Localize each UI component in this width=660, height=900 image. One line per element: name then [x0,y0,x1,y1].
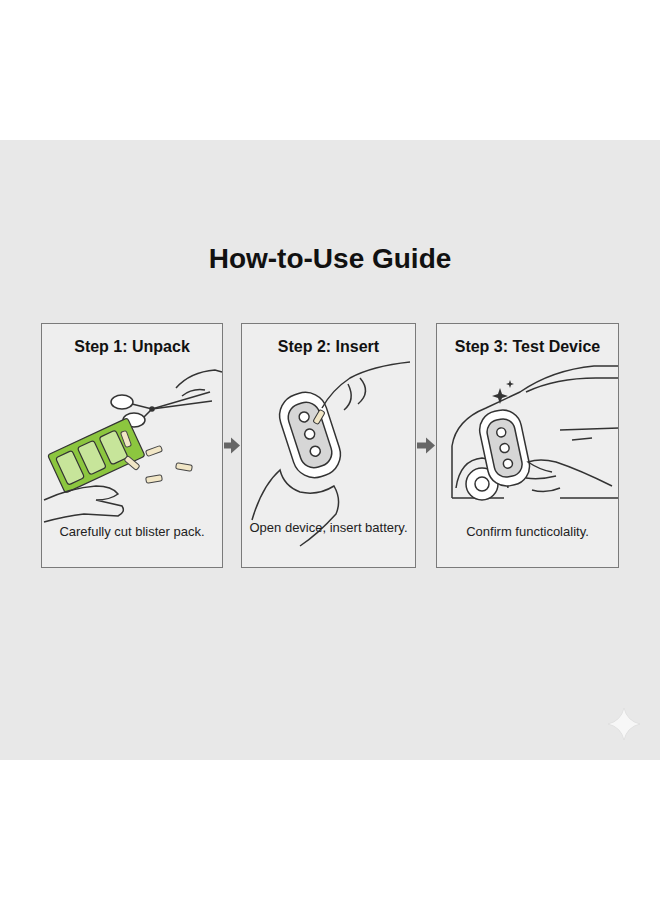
step-caption: Open device, insert battery. [248,519,409,537]
key-fob-drawing [476,407,533,490]
step-caption: Carefully cut blister pack. [48,523,216,541]
key-fob-drawing [274,387,346,484]
car-drawing [452,366,619,500]
step-panel: Step 1: UnpackCarefully cut blister pack… [41,323,223,568]
sparkle-drawing [492,380,514,404]
watermark-star [608,708,640,740]
flow-arrow [417,438,435,454]
hand-drawing [526,460,612,492]
flow-arrow [224,438,240,454]
hand-drawing [44,486,123,522]
panel-fills [41,323,619,568]
blister-pack-drawing [48,418,146,493]
step-heading: Step 3: Test Device [443,338,612,356]
step-heading: Step 1: Unpack [48,338,216,356]
step-panel: Step 3: Test DeviceConfirm functicolalit… [436,323,619,568]
scissors-drawing [111,370,222,427]
battery-drawing [120,430,192,483]
step-panel: Step 2: InsertOpen device, insert batter… [241,323,416,568]
hand-drawing [252,362,410,546]
step-heading: Step 2: Insert [248,338,409,356]
diagram-title: How-to-Use Guide [0,243,660,275]
step-caption: Confirm functicolality. [443,523,612,541]
